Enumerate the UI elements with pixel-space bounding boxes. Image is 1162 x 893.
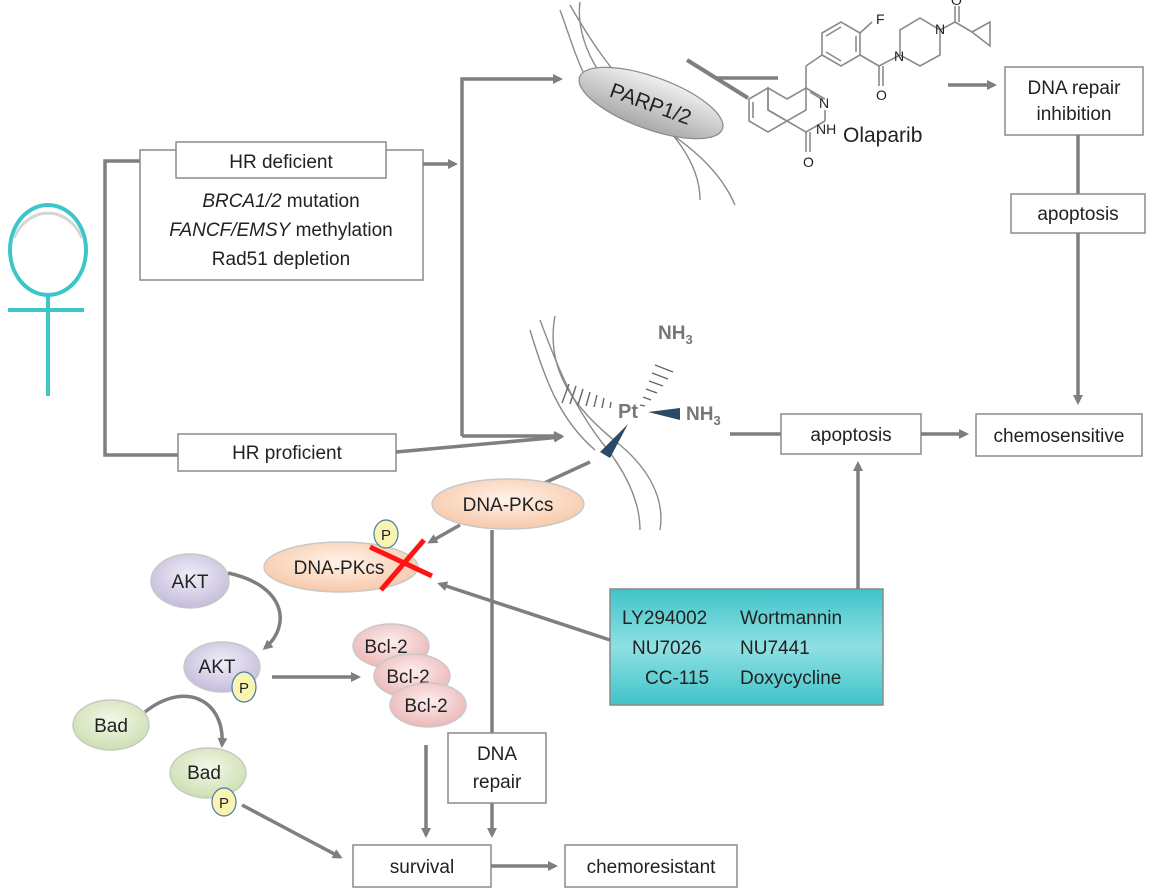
dna-pkcs-phospho-badge bbox=[373, 519, 399, 549]
akt-phospho-label: P bbox=[239, 680, 249, 697]
akt-node bbox=[150, 553, 230, 609]
bcl2-node-3 bbox=[389, 682, 467, 728]
bcl2-label-3: Bcl-2 bbox=[404, 696, 447, 717]
bad-phos-node bbox=[169, 747, 247, 799]
akt-label: AKT bbox=[172, 572, 209, 593]
chemoresistant-box bbox=[564, 844, 738, 888]
dna-repair-inhibition-box bbox=[1004, 66, 1144, 136]
hr-proficient-arrow bbox=[395, 432, 564, 454]
apoptosis-mid-box bbox=[780, 413, 922, 455]
bad-phos-label: Bad bbox=[187, 763, 221, 784]
inhibitors-to-dnapkcs-arrow bbox=[437, 581, 611, 642]
dna-strands-mid bbox=[529, 315, 662, 531]
apoptosis-mid-label: apoptosis bbox=[810, 425, 891, 446]
inhibitor-doxycycline: Doxycycline bbox=[740, 668, 841, 689]
bad-curve-arrow bbox=[143, 694, 228, 748]
chemosensitive-box bbox=[975, 413, 1143, 457]
bad-label: Bad bbox=[94, 716, 128, 737]
nh3-top-label: NH3 bbox=[658, 323, 693, 347]
olaparib-label: Olaparib bbox=[843, 124, 922, 147]
apoptosis-top-box bbox=[1010, 193, 1146, 234]
hr-deficient-line2: FANCF/EMSY methylation bbox=[169, 220, 393, 241]
bad-node bbox=[72, 699, 150, 751]
akt-phospho-badge bbox=[231, 671, 257, 703]
svg-text:O: O bbox=[876, 87, 887, 103]
dna-pkcs-node bbox=[431, 478, 585, 530]
chemosensitive-label: chemosensitive bbox=[994, 426, 1125, 447]
olaparib-atoms: F O O O N N N NH bbox=[803, 0, 962, 170]
bcl2-label-2: Bcl-2 bbox=[386, 667, 429, 688]
cisplatin-structure bbox=[561, 364, 680, 458]
inhibitor-cc115: CC-115 bbox=[645, 668, 709, 689]
akt-phos-label: AKT bbox=[199, 657, 236, 678]
inhibitor-ly294002: LY294002 bbox=[622, 608, 707, 629]
dna-repair-line1: DNA bbox=[477, 744, 517, 765]
svg-text:N: N bbox=[819, 95, 829, 111]
bcl2-label-1: Bcl-2 bbox=[364, 637, 407, 658]
dna-pkcs-label: DNA-PKcs bbox=[463, 495, 554, 516]
hr-deficient-group: HR deficient BRCA1/2 mutation FANCF/EMSY… bbox=[139, 141, 424, 281]
dna-pkcs-phospho-label: P bbox=[381, 527, 391, 544]
hr-proficient-box bbox=[177, 433, 397, 472]
parp-enzyme bbox=[578, 66, 724, 140]
dnapkcs-to-phos-arrow bbox=[427, 523, 461, 544]
dna-repair-inhibition-line2: inhibition bbox=[1037, 104, 1112, 125]
inhibitor-nu7441: NU7441 bbox=[740, 638, 810, 659]
svg-text:O: O bbox=[803, 154, 814, 170]
olaparib-structure bbox=[748, 6, 991, 152]
inhibitor-nu7026: NU7026 bbox=[632, 638, 702, 659]
branch-line bbox=[103, 159, 180, 457]
inhibitor-wortmannin: Wortmannin bbox=[740, 608, 842, 629]
hr-deficient-line3: Rad51 depletion bbox=[212, 249, 350, 270]
platinum-label: Pt bbox=[618, 401, 638, 423]
akt-curve-arrow bbox=[227, 571, 282, 650]
dna-repair-box bbox=[447, 732, 547, 804]
dna-pkcs-phos-label: DNA-PKcs bbox=[294, 558, 385, 579]
svg-text:O: O bbox=[951, 0, 962, 8]
apoptosis-top-label: apoptosis bbox=[1037, 204, 1118, 225]
platinum-to-dnapkcs-line bbox=[539, 460, 591, 487]
dna-repair-line2: repair bbox=[473, 772, 522, 793]
inhibitors-box bbox=[609, 588, 884, 706]
split-to-parp-arrow bbox=[460, 74, 563, 436]
bad-phospho-label: P bbox=[219, 795, 229, 812]
survival-label: survival bbox=[390, 857, 454, 878]
bad-phospho-badge bbox=[211, 787, 237, 817]
hr-deficient-line1: BRCA1/2 mutation bbox=[202, 191, 359, 212]
female-symbol-icon bbox=[8, 203, 88, 396]
dna-repair-inhibition-line1: DNA repair bbox=[1028, 78, 1122, 99]
svg-text:F: F bbox=[876, 11, 885, 27]
svg-text:N: N bbox=[935, 21, 945, 37]
bad-to-survival-arrow bbox=[241, 803, 343, 859]
svg-text:N: N bbox=[894, 48, 904, 64]
svg-text:NH: NH bbox=[816, 121, 836, 137]
hr-deficient-title-box bbox=[175, 141, 387, 179]
hr-proficient-label: HR proficient bbox=[232, 443, 343, 464]
red-cross-icon bbox=[368, 538, 434, 592]
hr-deficient-title: HR deficient bbox=[229, 152, 333, 173]
nh3-right-label: NH3 bbox=[686, 404, 721, 428]
chemoresistant-label: chemoresistant bbox=[587, 857, 717, 878]
survival-box bbox=[352, 844, 492, 888]
